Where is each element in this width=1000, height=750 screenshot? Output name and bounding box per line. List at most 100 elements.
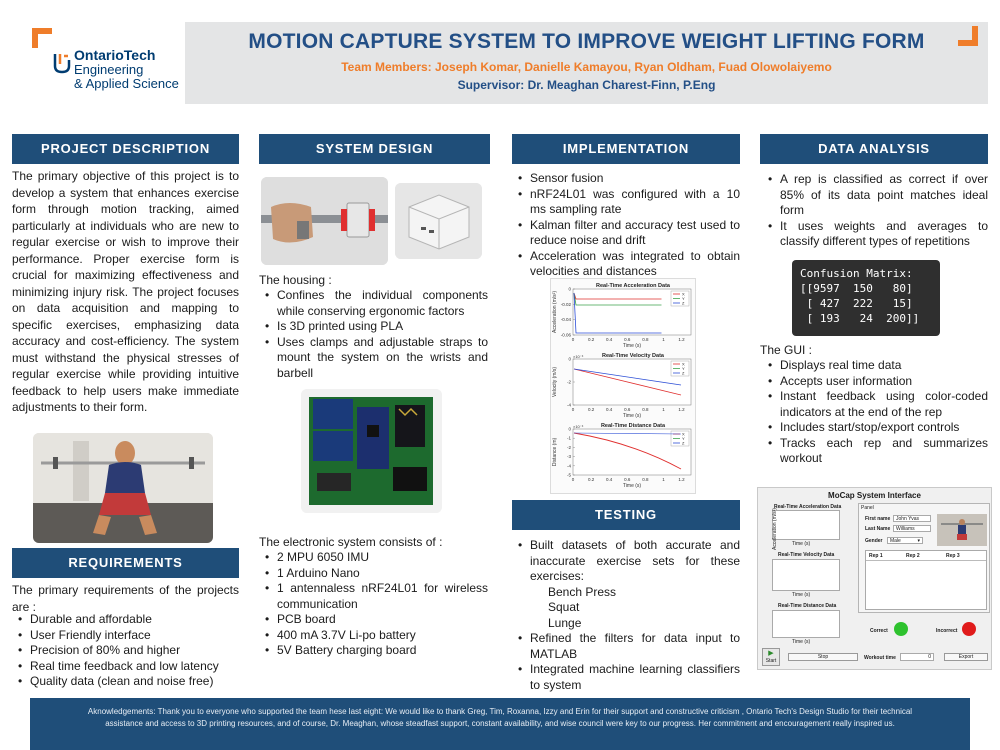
export-button[interactable]: Export <box>944 653 988 661</box>
requirements-heading: REQUIREMENTS <box>12 548 239 578</box>
y-tick-label: -0.02 <box>561 302 572 307</box>
implementation-item: Kalman filter and accuracy test used to … <box>512 218 740 249</box>
legend-label: Y <box>682 436 685 441</box>
legend-label: X <box>682 432 685 437</box>
x-tick-label: 1 <box>662 477 665 482</box>
stop-button[interactable]: Stop <box>788 653 858 661</box>
correct-indicator-icon <box>894 622 908 636</box>
series-line-x <box>573 432 682 470</box>
gui-feature-item: Accepts user information <box>762 374 988 390</box>
x-tick-label: 1 <box>662 407 665 412</box>
corner-mark-icon <box>32 28 52 48</box>
gui-feature-item: Instant feedback using color-coded indic… <box>762 389 988 420</box>
plot-title: Real-Time Acceleration Data <box>596 283 671 289</box>
y-axis-label: Velocity (m/s) <box>552 367 558 397</box>
x-tick-label: 0.6 <box>624 477 631 482</box>
x-tick-label: 0.4 <box>606 477 613 482</box>
gui-feature-item: Displays real time data <box>762 358 988 374</box>
wrist-housing-photo <box>261 177 388 265</box>
rep-column-header: Rep 2 <box>906 553 920 559</box>
series-line-x <box>573 368 682 396</box>
ontario-tech-emblem-icon <box>53 54 71 74</box>
data-analysis-heading: DATA ANALYSIS <box>760 134 988 164</box>
pcb-photo <box>301 389 442 513</box>
gui-plot-title: Real-Time Distance Data <box>778 603 837 609</box>
play-icon: ▶ <box>768 650 774 657</box>
electronic-item: 2 MPU 6050 IMU <box>259 550 488 566</box>
y-tick-label: -4 <box>567 403 571 408</box>
gender-value: Male <box>890 538 901 544</box>
last-name-field[interactable]: Williams <box>893 525 931 532</box>
y-tick-label: 0 <box>568 427 571 432</box>
analysis-item: A rep is classified as correct if over 8… <box>762 172 988 219</box>
gui-feature-item: Includes start/stop/export controls <box>762 420 988 436</box>
plot-title: Real-Time Velocity Data <box>602 353 665 359</box>
testing-item: Integrated machine learning classifiers … <box>512 662 740 693</box>
x-tick-label: 1.2 <box>678 407 685 412</box>
requirement-item: Precision of 80% and higher <box>12 643 239 659</box>
gui-plot-ylabel: Acceleration (m/s²) <box>771 508 778 550</box>
x-tick-label: 0.4 <box>606 407 613 412</box>
gui-plots: Real-Time Acceleration Data Time (s) Acc… <box>762 504 842 645</box>
requirements-list: Durable and affordable User Friendly int… <box>12 612 239 690</box>
x-tick-label: 0.4 <box>606 337 613 342</box>
start-button[interactable]: ▶ Start <box>762 648 780 666</box>
analysis-item: It uses weights and averages to classify… <box>762 219 988 250</box>
requirement-item: Quality data (clean and noise free) <box>12 674 239 690</box>
x-axis-label: Time (s) <box>623 483 641 489</box>
y-tick-label: -3 <box>567 454 571 459</box>
electronic-item: 1 antennaless nRF24L01 for wireless comm… <box>259 581 488 612</box>
start-label: Start <box>765 658 777 664</box>
requirements-intro: The primary requirements of the projects… <box>12 583 239 614</box>
testing-item: Refined the filters for data input to MA… <box>512 631 740 662</box>
x-tick-label: 1.2 <box>678 477 685 482</box>
housing-label: The housing : <box>259 273 332 287</box>
requirement-item: Real time feedback and low latency <box>12 659 239 675</box>
electronic-item: 5V Battery charging board <box>259 643 488 659</box>
data-analysis-list: A rep is classified as correct if over 8… <box>762 172 988 250</box>
y-tick-label: 0 <box>568 287 571 292</box>
correct-label: Correct <box>870 628 888 634</box>
legend-label: Z <box>682 371 685 376</box>
logo-line1: OntarioTech <box>74 47 156 63</box>
supervisor: Supervisor: Dr. Meaghan Charest-Finn, P.… <box>457 78 716 92</box>
gender-select[interactable]: Male ▾ <box>887 537 923 544</box>
electronic-item: 1 Arduino Nano <box>259 566 488 582</box>
gui-plot-xlabel: Time (s) <box>792 541 811 547</box>
x-tick-label: 1 <box>662 337 665 342</box>
testing-exercise: Lunge <box>548 615 582 630</box>
first-name-field[interactable]: John Yvas <box>893 515 931 522</box>
y-tick-label: -2 <box>567 380 571 385</box>
series-line-y <box>573 292 662 306</box>
incorrect-indicator-icon <box>962 622 976 636</box>
gui-user-photo <box>937 514 987 546</box>
project-description-heading: PROJECT DESCRIPTION <box>12 134 239 164</box>
testing-item: Built datasets of both accurate and inac… <box>512 538 740 585</box>
project-description-text: The primary objective of this project is… <box>12 169 239 414</box>
y-tick-label: -1 <box>567 436 571 441</box>
y-axis-label: Distance (m) <box>552 437 558 466</box>
electronic-list: 2 MPU 6050 IMU 1 Arduino Nano 1 antennal… <box>259 550 488 659</box>
legend-label: X <box>682 362 685 367</box>
rep-table: Rep 1 Rep 2 Rep 3 <box>865 550 987 610</box>
implementation-item: nRF24L01 was configured with a 10 ms sam… <box>512 187 740 218</box>
confusion-matrix: Confusion Matrix: [[9597 150 80] [ 427 2… <box>792 260 940 336</box>
mocap-gui-screenshot: MoCap System Interface Real-Time Acceler… <box>757 487 992 670</box>
logo-line3: & Applied Science <box>74 76 179 91</box>
requirement-item: Durable and affordable <box>12 612 239 628</box>
electronic-item: 400 mA 3.7V Li-po battery <box>259 628 488 644</box>
testing-exercise: Squat <box>548 600 580 614</box>
implementation-list: Sensor fusion nRF24L01 was configured wi… <box>512 171 740 280</box>
housing-item: Confines the individual components while… <box>259 288 488 319</box>
gui-title: MoCap System Interface <box>828 491 921 500</box>
x-tick-label: 0.2 <box>588 407 595 412</box>
electronic-item: PCB board <box>259 612 488 628</box>
plot-title: Real-Time Distance Data <box>601 423 666 429</box>
incorrect-label: Incorrect <box>936 628 958 634</box>
y-tick-label: -4 <box>567 463 571 468</box>
x-tick-label: 1.2 <box>678 337 685 342</box>
y-tick-label: 0 <box>568 357 571 362</box>
series-line-z <box>573 432 682 435</box>
x-tick-label: 0.8 <box>642 477 649 482</box>
